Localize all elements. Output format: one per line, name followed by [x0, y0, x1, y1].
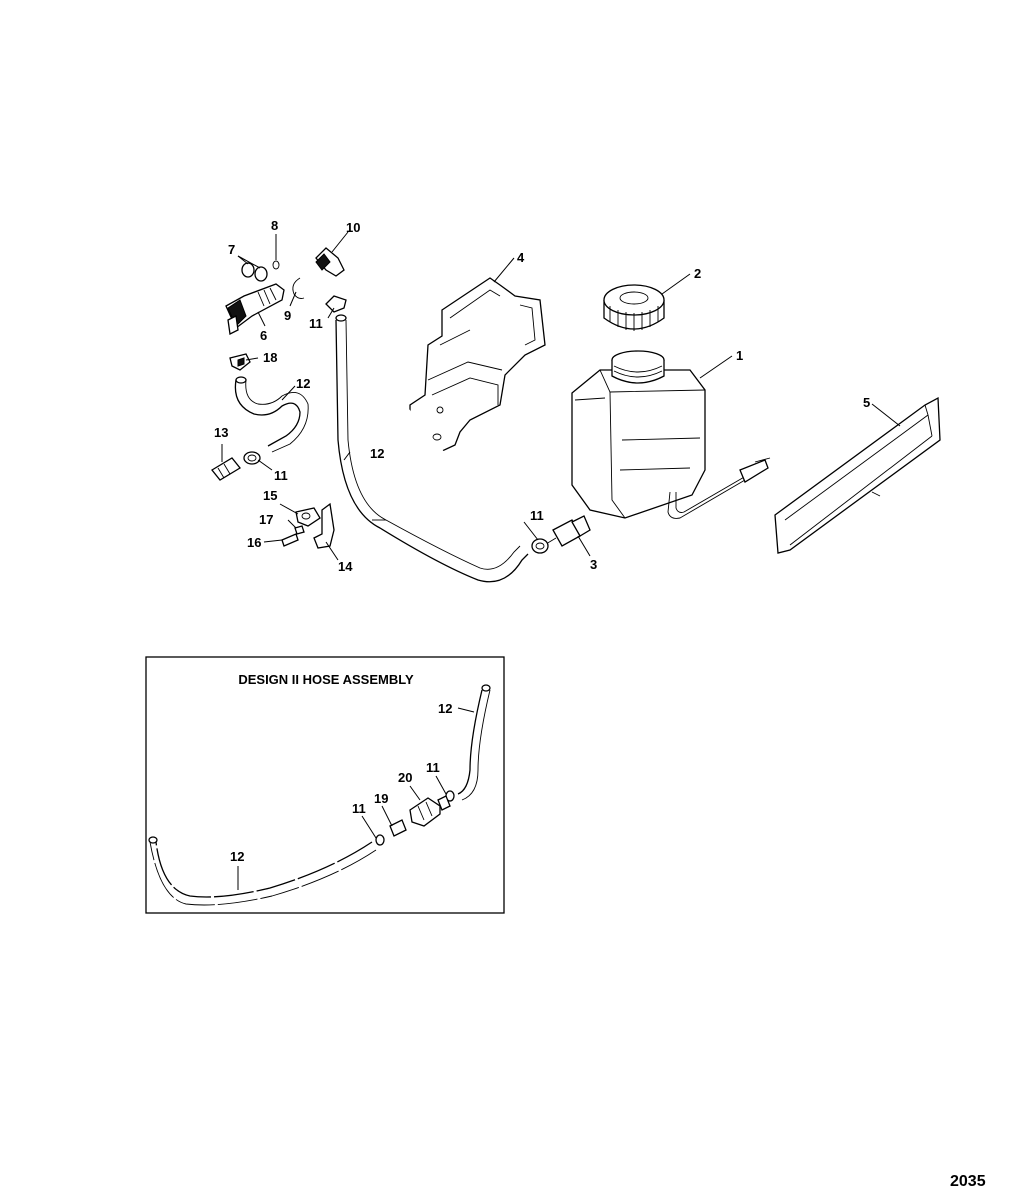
callout-1: 1	[736, 348, 743, 363]
inset-callout-11-lower: 11	[352, 801, 366, 816]
callout-5: 5	[863, 395, 870, 410]
callout-2: 2	[694, 266, 701, 281]
quick-connector	[225, 283, 285, 335]
hose-fitting	[211, 457, 241, 481]
callout-11-right: 11	[530, 508, 544, 523]
callout-16: 16	[247, 535, 261, 550]
callout-3: 3	[590, 557, 597, 572]
callout-15: 15	[263, 488, 277, 503]
hose-retainer	[281, 502, 335, 549]
inset-callout-12-upper: 12	[438, 701, 452, 716]
inset-fitting-20	[409, 797, 441, 827]
callout-labels: 1 2 3 4 5 6 7 8 9 10 11 11 11 12 12 13 1…	[214, 218, 870, 574]
inset-title: DESIGN II HOSE ASSEMBLY	[238, 672, 414, 687]
callout-4: 4	[517, 250, 525, 265]
hose-clamp-top	[325, 295, 347, 313]
small-clamp	[229, 353, 251, 371]
mounting-bracket	[409, 277, 546, 453]
callout-10: 10	[346, 220, 360, 235]
hose-clamp-left	[243, 451, 261, 465]
elbow-fitting	[315, 247, 345, 277]
callout-12-long: 12	[370, 446, 384, 461]
callout-8: 8	[271, 218, 278, 233]
design-ii-inset: DESIGN II HOSE ASSEMBLY 12 11 20 19 11	[145, 656, 505, 914]
tank-fitting	[545, 515, 591, 547]
callout-14: 14	[338, 559, 353, 574]
inset-fitting-19	[389, 819, 407, 837]
inset-lower-hose	[155, 841, 373, 898]
oil-tank	[571, 350, 771, 519]
inset-callout-12-lower: 12	[230, 849, 244, 864]
callout-13: 13	[214, 425, 228, 440]
inset-clamp-lower	[375, 834, 385, 846]
figure-number: 2035	[950, 1173, 986, 1190]
o-ring-set	[241, 260, 280, 282]
retaining-ring	[292, 277, 305, 299]
inset-callout-11-upper: 11	[426, 760, 440, 775]
inset-callout-20: 20	[398, 770, 412, 785]
long-oil-hose	[335, 314, 529, 583]
callout-17: 17	[259, 512, 273, 527]
callout-6: 6	[260, 328, 267, 343]
short-oil-hose	[234, 376, 309, 453]
hose-clamp-right	[531, 538, 549, 554]
tank-strap	[774, 396, 941, 554]
callout-12-short: 12	[296, 376, 310, 391]
tank-cap	[603, 284, 665, 331]
callout-9: 9	[284, 308, 291, 323]
callout-11-top: 11	[309, 316, 323, 331]
inset-upper-hose	[457, 689, 483, 795]
callout-7: 7	[228, 242, 235, 257]
callout-18: 18	[263, 350, 277, 365]
callout-leaders	[221, 231, 901, 561]
inset-callout-19: 19	[374, 791, 388, 806]
callout-11-left: 11	[274, 468, 288, 483]
